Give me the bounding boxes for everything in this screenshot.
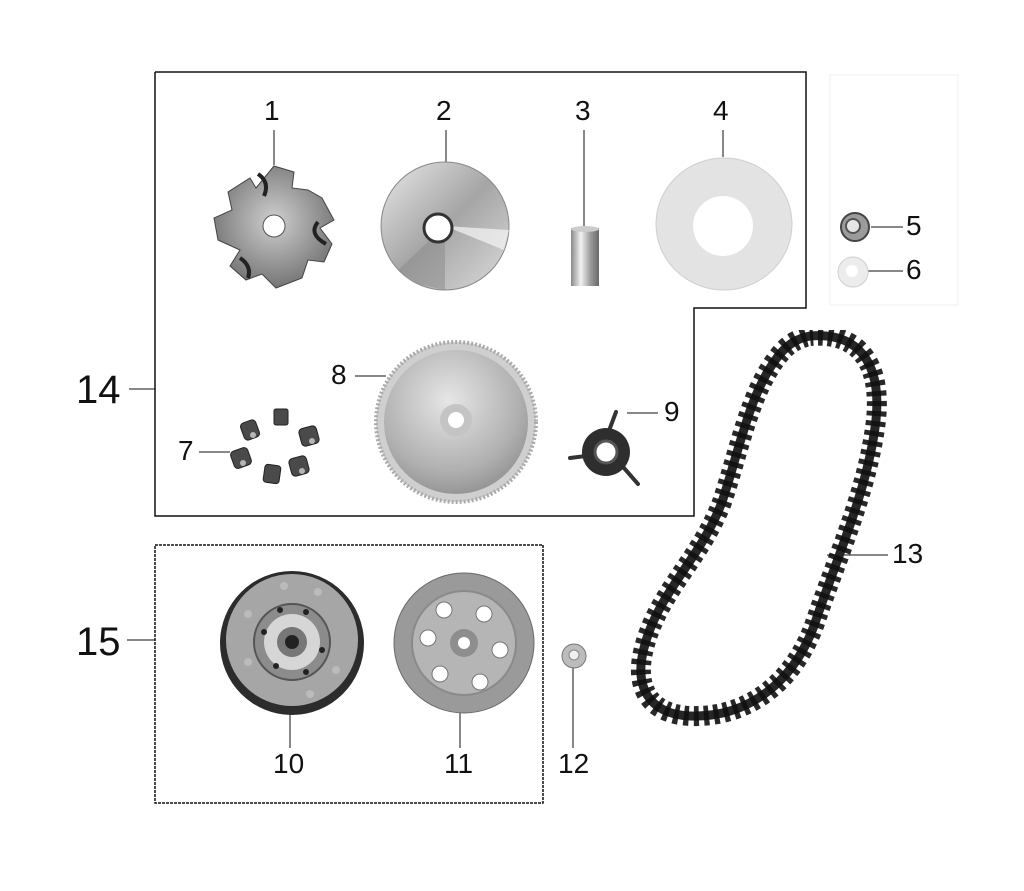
sheave-cone-icon[interactable] <box>378 160 512 292</box>
flat-washer-large-icon[interactable] <box>654 156 794 292</box>
callout-label: 3 <box>575 95 591 126</box>
callout-label: 13 <box>892 538 924 569</box>
slider-guide-icon[interactable] <box>566 408 646 488</box>
callout-label: 10 <box>273 748 305 779</box>
clutch-bell-icon[interactable] <box>392 570 536 716</box>
toothed-fan-pulley-icon[interactable] <box>374 340 538 504</box>
group-15-outline <box>154 544 544 804</box>
callout-label: 12 <box>558 748 590 779</box>
bushing-sleeve-icon[interactable] <box>570 226 600 288</box>
roller-weights-icon[interactable] <box>228 405 328 495</box>
callout-label: 6 <box>906 254 922 285</box>
callout-label: 11 <box>444 748 474 779</box>
callout-label: 2 <box>436 95 452 126</box>
group-label: 15 <box>76 620 121 664</box>
callout-label: 1 <box>264 95 280 126</box>
drive-belt-icon[interactable] <box>630 330 890 730</box>
callout-label: 9 <box>664 396 680 427</box>
callout-label: 4 <box>713 95 729 126</box>
nut-icon[interactable] <box>561 643 587 669</box>
ramp-plate-icon[interactable] <box>210 162 338 292</box>
callout-label: 8 <box>331 359 347 390</box>
group-label: 14 <box>76 368 121 412</box>
washer-small-icon[interactable] <box>836 256 870 288</box>
clutch-assembly-icon[interactable] <box>218 570 366 716</box>
group-14-outline <box>154 71 807 517</box>
callout-label: 5 <box>906 210 922 241</box>
nut-icon[interactable] <box>838 211 872 243</box>
callout-label: 7 <box>178 435 194 466</box>
